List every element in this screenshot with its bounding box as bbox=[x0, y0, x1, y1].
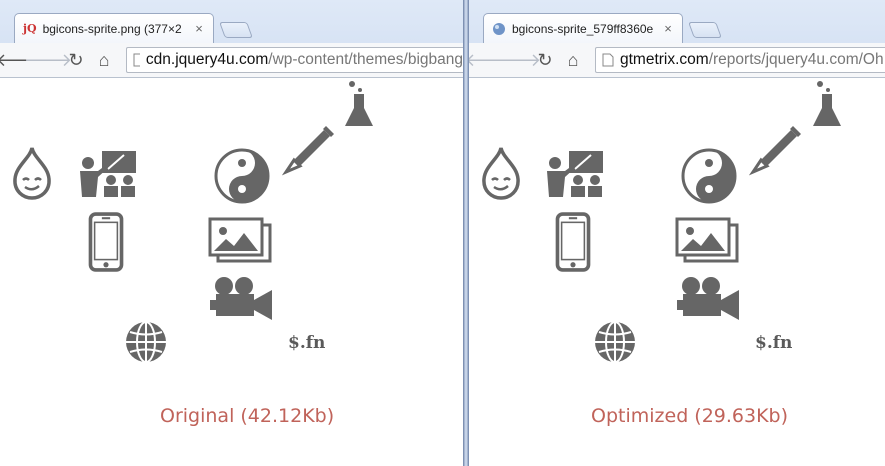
browser-window-original: jQ bgicons-sprite.png (377×2 × 🡐 🡒 ↻ ⌂ c… bbox=[0, 0, 463, 466]
image-gallery-icon bbox=[208, 217, 272, 263]
new-tab-button[interactable] bbox=[219, 22, 253, 38]
page-icon bbox=[133, 53, 140, 67]
video-camera-icon bbox=[677, 277, 739, 320]
flask-icon bbox=[345, 81, 373, 126]
yin-yang-icon bbox=[214, 148, 270, 204]
sprite-image: $.fn bbox=[469, 78, 885, 466]
new-tab-button[interactable] bbox=[688, 22, 722, 38]
tab-title: bgicons-sprite.png (377×2 bbox=[42, 21, 182, 36]
browser-tab[interactable]: jQ bgicons-sprite.png (377×2 × bbox=[14, 13, 214, 43]
url-host: cdn.jquery4u.com bbox=[145, 51, 269, 68]
url-path: /reports/jquery4u.com/Oh bbox=[708, 51, 884, 68]
jquery-fn-label: $.fn bbox=[288, 333, 326, 353]
url-text: gtmetrix.com/reports/jquery4u.com/Oh bbox=[620, 51, 884, 69]
url-text: cdn.jquery4u.com/wp-content/themes/bigba… bbox=[146, 51, 463, 69]
video-camera-icon bbox=[210, 277, 272, 320]
browser-chrome: bgicons-sprite_579ff8360e × 🡐 🡒 ↻ ⌂ gtme… bbox=[469, 0, 885, 78]
home-icon[interactable]: ⌂ bbox=[567, 49, 579, 70]
drupal-drop-icon bbox=[13, 146, 51, 200]
browser-chrome: jQ bgicons-sprite.png (377×2 × 🡐 🡒 ↻ ⌂ c… bbox=[0, 0, 463, 78]
globe-icon bbox=[125, 321, 167, 363]
home-icon[interactable]: ⌂ bbox=[98, 49, 110, 70]
sprite-image: $.fn bbox=[0, 78, 463, 466]
fountain-pen-icon bbox=[751, 124, 803, 174]
tab-title: bgicons-sprite_579ff8360e bbox=[512, 21, 654, 36]
reload-icon[interactable]: ↻ bbox=[537, 49, 553, 70]
jquery4u-favicon-icon: jQ bbox=[23, 22, 37, 35]
smartphone-icon bbox=[88, 212, 124, 272]
toolbar: 🡐 🡒 ↻ ⌂ gtmetrix.com/reports/jquery4u.co… bbox=[469, 43, 885, 78]
forward-arrow-icon[interactable]: 🡒 bbox=[23, 49, 73, 70]
reload-icon[interactable]: ↻ bbox=[68, 49, 84, 70]
size-caption: Original (42.12Kb) bbox=[160, 405, 335, 427]
flask-icon bbox=[813, 81, 841, 126]
page-icon bbox=[602, 53, 614, 67]
url-host: gtmetrix.com bbox=[620, 51, 709, 68]
close-tab-icon[interactable]: × bbox=[195, 21, 203, 36]
jquery-fn-label: $.fn bbox=[755, 333, 793, 353]
toolbar: 🡐 🡒 ↻ ⌂ cdn.jquery4u.com/wp-content/them… bbox=[0, 43, 463, 78]
browser-tab[interactable]: bgicons-sprite_579ff8360e × bbox=[483, 13, 683, 43]
drupal-drop-icon bbox=[482, 146, 520, 200]
forward-arrow-icon[interactable]: 🡒 bbox=[492, 49, 542, 70]
close-tab-icon[interactable]: × bbox=[664, 21, 672, 36]
url-path: /wp-content/themes/bigbang bbox=[268, 51, 463, 68]
image-gallery-icon bbox=[675, 217, 739, 263]
fountain-pen-icon bbox=[284, 124, 336, 174]
browser-window-optimized: bgicons-sprite_579ff8360e × 🡐 🡒 ↻ ⌂ gtme… bbox=[469, 0, 885, 466]
address-bar[interactable]: gtmetrix.com/reports/jquery4u.com/Oh bbox=[595, 47, 885, 73]
globe-favicon-icon bbox=[493, 22, 505, 35]
window-divider bbox=[463, 0, 469, 466]
globe-icon bbox=[594, 321, 636, 363]
presentation-icon bbox=[546, 150, 604, 198]
address-bar[interactable]: cdn.jquery4u.com/wp-content/themes/bigba… bbox=[126, 47, 463, 73]
presentation-icon bbox=[79, 150, 137, 198]
yin-yang-icon bbox=[681, 148, 737, 204]
size-caption: Optimized (29.63Kb) bbox=[591, 405, 789, 427]
smartphone-icon bbox=[555, 212, 591, 272]
